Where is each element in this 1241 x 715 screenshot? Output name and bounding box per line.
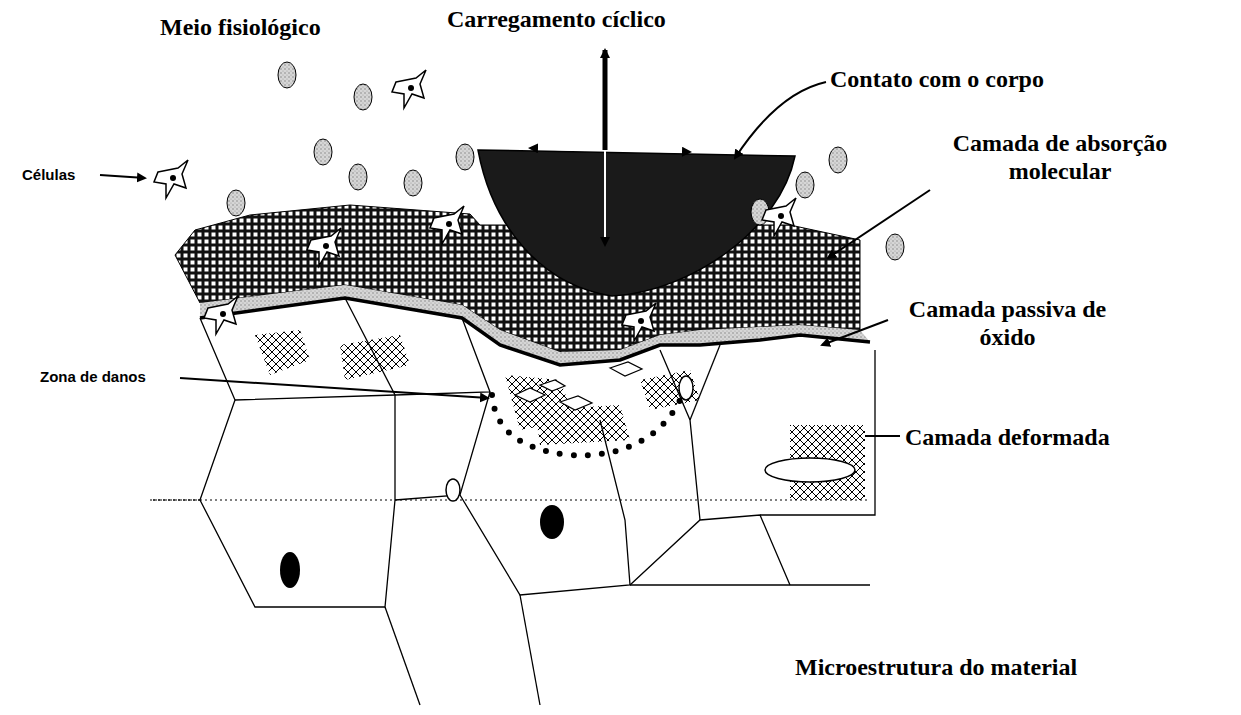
microstructure-label: Microestrutura do material <box>795 654 1077 682</box>
surface-line <box>200 298 870 365</box>
load-arrow <box>603 50 608 150</box>
leader-lines <box>100 82 930 436</box>
cells <box>154 70 796 341</box>
grain-boundaries <box>150 298 875 705</box>
layer-label: Camada passiva de óxido <box>890 296 1125 351</box>
damage-zone-dots <box>492 395 680 455</box>
body-contact-indenter <box>478 150 795 296</box>
contact-label: Contato com o corpo <box>830 66 1044 94</box>
particles <box>227 62 904 260</box>
medium-label: Meio fisiológico <box>160 14 321 42</box>
dotted-depth-line <box>150 500 870 501</box>
layer-label: Camada deformada <box>905 424 1110 452</box>
oxide-layer <box>200 285 870 365</box>
damage-label: Zona de danos <box>40 368 146 385</box>
cells-label: Células <box>22 166 75 183</box>
load-label: Carregamento cíclico <box>447 6 666 34</box>
layer-label: Camada de absorção molecular <box>925 130 1195 185</box>
